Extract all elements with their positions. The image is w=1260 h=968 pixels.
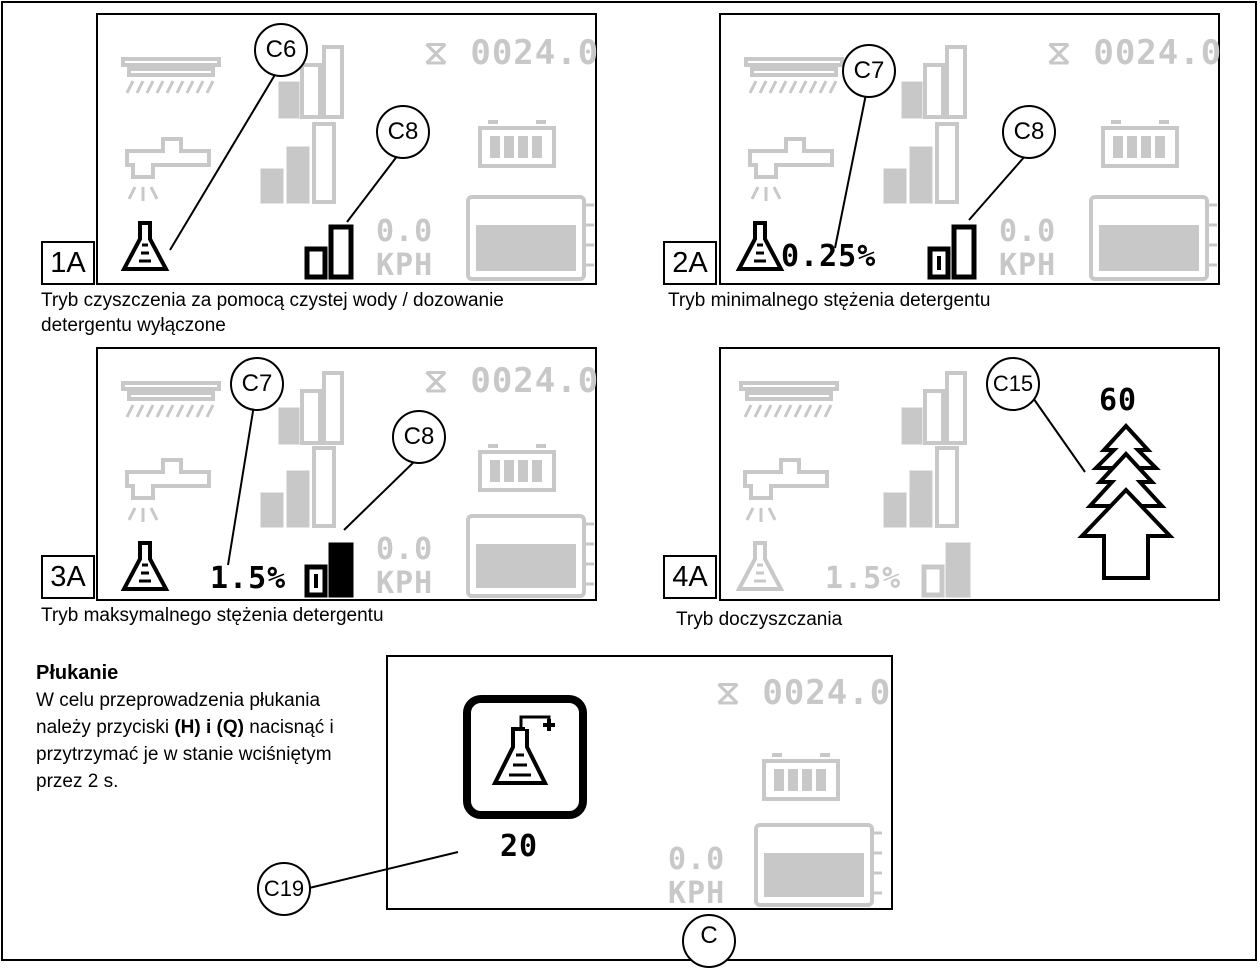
- panel-tag-3a: 3A: [41, 555, 95, 599]
- callout-4a-a: C15: [986, 357, 1040, 411]
- level-bars-icon: [304, 224, 354, 280]
- speed-unit: KPH: [376, 566, 434, 601]
- water-tap-icon: [125, 137, 211, 201]
- level-bars-icon: [260, 446, 336, 528]
- hourglass-icon: ⧖: [424, 361, 449, 401]
- concentration-percent: 1.5%: [825, 561, 902, 596]
- boost-timer: 60: [1099, 383, 1138, 418]
- level-bars-icon: [304, 542, 354, 598]
- callout-3a-a: C7: [230, 357, 284, 411]
- hour-meter: ⧖ 0024.0: [424, 361, 599, 401]
- hour-meter-value: 0024.0: [470, 33, 600, 73]
- battery-icon: [478, 444, 556, 492]
- rinse-countdown: 20: [500, 829, 539, 864]
- caption-2a-line1: Tryb minimalnego stężenia detergentu: [668, 290, 991, 311]
- rinse-line1: W celu przeprowadzenia płukania: [36, 690, 321, 711]
- panel-tag-2a: 2A: [663, 241, 717, 285]
- level-bars-icon: [901, 45, 967, 119]
- hourglass-icon: ⧖: [1047, 33, 1072, 73]
- hour-meter-value: 0024.0: [470, 361, 600, 401]
- level-bars-icon: [278, 45, 344, 119]
- speed-value: 0.0: [668, 842, 726, 877]
- caption-4a-line1: Tryb doczyszczania: [676, 609, 843, 630]
- brush-deck-icon: [739, 381, 839, 418]
- detergent-flask-icon: [120, 541, 170, 591]
- caption-1a-line1: Tryb czyszczenia za pomocą czystej wody …: [41, 290, 504, 311]
- tank-level-icon: [466, 195, 594, 281]
- boost-arrow-icon: [1077, 423, 1175, 580]
- speed-value: 0.0: [999, 214, 1057, 249]
- level-bars-icon: [278, 371, 344, 445]
- speed-unit: KPH: [999, 248, 1057, 283]
- brush-deck-icon: [121, 57, 221, 94]
- water-tap-icon: [743, 458, 829, 522]
- level-bars-icon: [921, 542, 971, 598]
- battery-icon: [478, 120, 556, 168]
- tank-level-icon: [466, 514, 594, 598]
- level-bars-icon: [883, 122, 959, 204]
- panel-tag-4a: 4A: [663, 555, 717, 599]
- hour-meter: ⧖ 0024.0: [716, 673, 891, 713]
- rinse-line2-end: nacisnąć i: [243, 717, 334, 738]
- concentration-percent: 0.25%: [781, 239, 877, 274]
- speed-value: 0.0: [376, 214, 434, 249]
- level-bars-icon: [927, 224, 977, 280]
- speed-unit: KPH: [376, 248, 434, 283]
- rinse-instructions: Płukanie W celu przeprowadzenia płukania…: [36, 660, 376, 795]
- rinse-line4: przez 2 s.: [36, 771, 119, 792]
- water-tap-icon: [125, 458, 211, 522]
- callout-bottom: C: [682, 914, 736, 968]
- tank-level-icon: [1089, 195, 1217, 281]
- rinse-line2-start: należy przyciski: [36, 717, 175, 738]
- level-bars-icon: [883, 446, 959, 528]
- rinse-flask-icon: [463, 695, 587, 819]
- rinse-line2: należy przyciski (H) i (Q) nacisnąć i: [36, 714, 376, 741]
- callout-2a-a: C7: [842, 44, 896, 98]
- hour-meter: ⧖ 0024.0: [424, 33, 599, 73]
- caption-3a-line1: Tryb maksymalnego stężenia detergentu: [41, 605, 384, 626]
- callout-2a-b: C8: [1002, 105, 1056, 159]
- rinse-title: Płukanie: [36, 662, 119, 684]
- panel-tag-1a: 1A: [41, 241, 95, 285]
- hourglass-icon: ⧖: [424, 33, 449, 73]
- hour-meter-value: 0024.0: [762, 673, 892, 713]
- hourglass-icon: ⧖: [716, 673, 741, 713]
- caption-1a-line2: detergentu wyłączone: [41, 315, 226, 336]
- callout-rinse: C19: [257, 862, 311, 916]
- battery-icon: [762, 753, 840, 801]
- level-bars-icon: [901, 371, 967, 445]
- hour-meter-value: 0024.0: [1093, 33, 1223, 73]
- rinse-buttons: (H) i (Q): [174, 717, 244, 738]
- speed-value: 0.0: [376, 532, 434, 567]
- detergent-flask-icon: [120, 221, 170, 271]
- concentration-percent: 1.5%: [210, 561, 287, 596]
- speed-unit: KPH: [668, 876, 726, 911]
- callout-1a-b: C8: [376, 105, 430, 159]
- tank-level-icon: [754, 823, 882, 907]
- callout-leader-lines: [169, 67, 1086, 890]
- callout-3a-b: C8: [392, 410, 446, 464]
- detergent-flask-icon: [735, 541, 785, 591]
- rinse-line3: przytrzymać je w stanie wciśniętym: [36, 744, 332, 765]
- battery-icon: [1101, 120, 1179, 168]
- screen-4a: 1.5% 60: [719, 347, 1220, 601]
- water-tap-icon: [748, 137, 834, 201]
- callout-1a-a: C6: [254, 23, 308, 77]
- hour-meter: ⧖ 0024.0: [1047, 33, 1222, 73]
- detergent-flask-icon: [735, 221, 785, 271]
- brush-deck-icon: [744, 57, 844, 94]
- brush-deck-icon: [121, 381, 221, 418]
- level-bars-icon: [260, 122, 336, 204]
